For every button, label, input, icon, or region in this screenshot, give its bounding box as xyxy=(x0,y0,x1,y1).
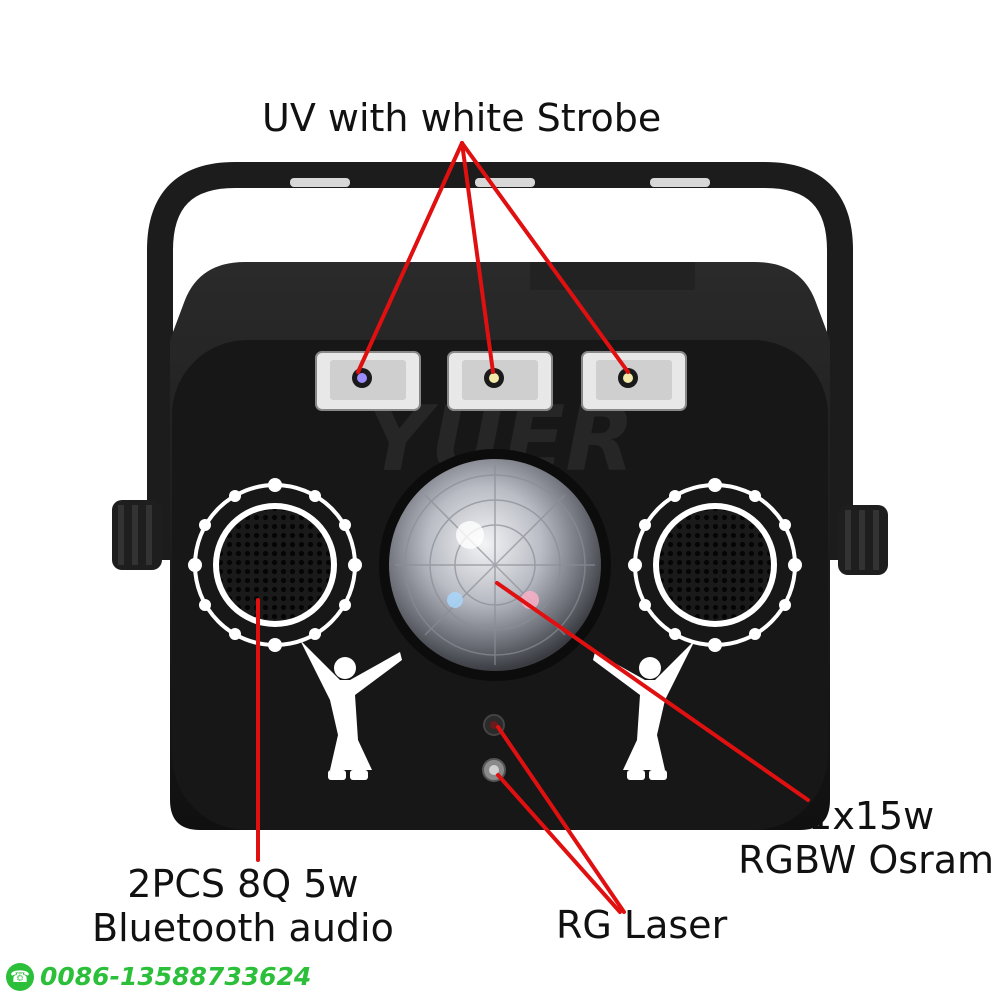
left-speaker xyxy=(188,478,362,652)
uv-led-module-left xyxy=(315,351,421,411)
dancer-silhouette-right xyxy=(593,640,695,780)
uv-led-module-right xyxy=(581,351,687,411)
pointer-lines xyxy=(256,141,810,914)
bluetooth-audio-label: 2PCS 8Q 5w Bluetooth audio xyxy=(92,862,394,950)
rgbw-line2: RGBW Osram xyxy=(738,838,994,882)
rgbw-line1: 1x15w xyxy=(808,794,935,838)
right-knob xyxy=(838,505,888,575)
left-knob xyxy=(112,500,162,570)
right-speaker xyxy=(628,478,802,652)
uv-led-module-center xyxy=(447,351,553,411)
audio-line2: Bluetooth audio xyxy=(92,906,394,950)
whatsapp-icon: ☎ xyxy=(6,962,34,991)
uv-strobe-label: UV with white Strobe xyxy=(262,96,662,140)
rgbw-osram-label: 1x15w RGBW Osram xyxy=(738,794,994,882)
rg-laser-label: RG Laser xyxy=(556,903,728,947)
audio-line1: 2PCS 8Q 5w xyxy=(127,862,359,906)
dancer-silhouette-left xyxy=(300,640,402,780)
magic-ball-lens xyxy=(379,449,611,681)
contact-number: ☎ 0086-13588733624 xyxy=(6,962,311,991)
contact-phone: 0086-13588733624 xyxy=(40,962,312,991)
